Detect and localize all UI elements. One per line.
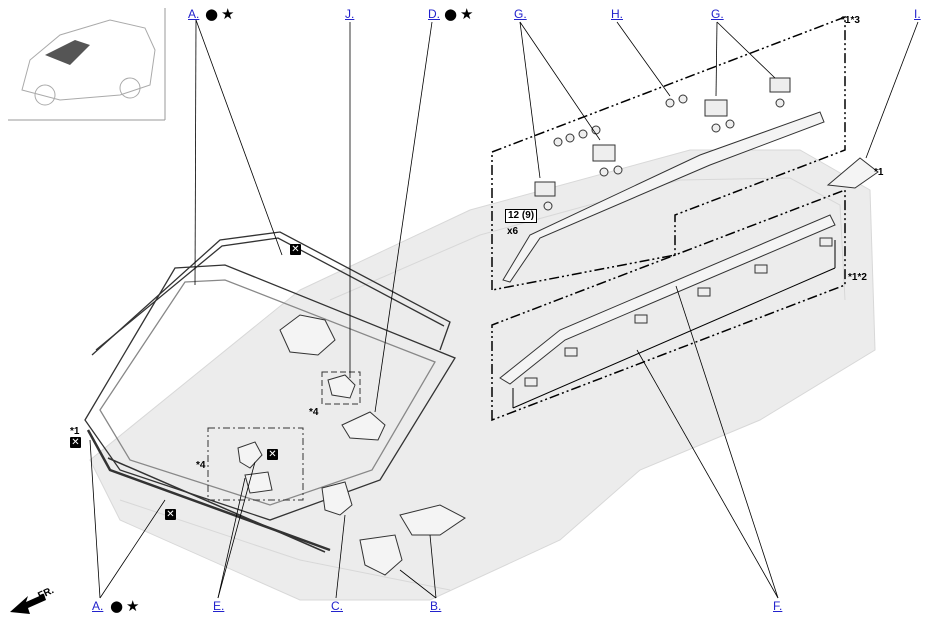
non-reusable-icon: ✕: [267, 449, 278, 460]
callout-h[interactable]: H.: [611, 7, 623, 21]
callout-g-left[interactable]: G.: [514, 7, 527, 21]
vehicle-body-outline: [89, 149, 876, 601]
callout-c[interactable]: C.: [331, 599, 343, 613]
sensor-brackets: [207, 314, 466, 576]
roof-molding-lower: [491, 188, 846, 422]
callout-a-bottom[interactable]: A.: [92, 599, 104, 613]
callout-a-top[interactable]: A.: [188, 7, 200, 21]
callout-e[interactable]: E.: [213, 599, 225, 613]
callout-i[interactable]: I.: [914, 7, 921, 21]
fr-arrow-icon: [10, 594, 46, 614]
note-1-3: *1*3: [841, 15, 860, 26]
note-4-upper: *4: [309, 407, 319, 418]
windshield-assembly: [84, 231, 456, 553]
note-1-2: *1*2: [848, 272, 867, 283]
star-symbol: ★: [221, 5, 235, 23]
note-4-lower: *4: [196, 460, 206, 471]
dot-symbol: ●: [444, 5, 458, 23]
vehicle-locator-icon: [8, 8, 166, 121]
clips: [524, 77, 833, 387]
callout-f[interactable]: F.: [773, 599, 783, 613]
non-reusable-icon: ✕: [70, 437, 81, 448]
callout-d[interactable]: D.: [428, 7, 440, 21]
bolt-quantity: x6: [507, 226, 519, 237]
callout-j[interactable]: J.: [345, 7, 355, 21]
star-symbol: ★: [126, 597, 140, 615]
non-reusable-icon: ✕: [290, 244, 301, 255]
leader-lines: [89, 19, 919, 599]
torque-spec: 12 (9): [505, 209, 538, 223]
note-1-left: *1: [70, 426, 80, 437]
dot-symbol: ●: [205, 5, 219, 23]
callout-g-right[interactable]: G.: [711, 7, 724, 21]
star-symbol: ★: [460, 5, 474, 23]
dot-symbol: ●: [110, 597, 124, 615]
callout-b[interactable]: B.: [430, 599, 442, 613]
note-1-right: *1: [874, 167, 884, 178]
non-reusable-icon: ✕: [165, 509, 176, 520]
